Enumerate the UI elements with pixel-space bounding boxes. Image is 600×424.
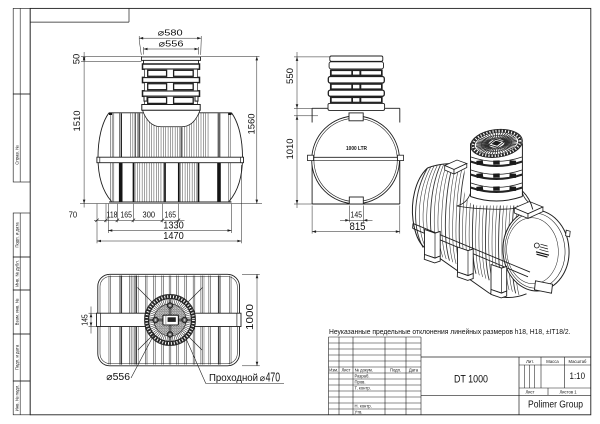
svg-text:Т. контр.: Т. контр. xyxy=(355,385,371,390)
svg-text:Разраб.: Разраб. xyxy=(355,373,370,378)
svg-text:1000: 1000 xyxy=(245,303,256,330)
svg-text:470: 470 xyxy=(266,371,281,385)
svg-text:50: 50 xyxy=(71,54,81,65)
svg-text:Инв. № дубл.: Инв. № дубл. xyxy=(14,260,19,287)
svg-text:Подп.: Подп. xyxy=(390,367,401,372)
svg-text:165: 165 xyxy=(120,209,132,219)
svg-text:⌀580: ⌀580 xyxy=(158,27,183,37)
svg-text:1510: 1510 xyxy=(72,111,83,132)
svg-text:Изм.: Изм. xyxy=(329,367,338,372)
svg-text:118: 118 xyxy=(107,209,118,219)
svg-text:1470: 1470 xyxy=(163,230,184,242)
svg-text:Лист: Лист xyxy=(525,390,534,395)
svg-text:Подп. и дата: Подп. и дата xyxy=(14,222,19,248)
svg-text:Справ. №: Справ. № xyxy=(14,145,19,165)
svg-text:1:10: 1:10 xyxy=(570,371,586,382)
svg-text:Подп. и дата: Подп. и дата xyxy=(14,344,19,370)
svg-text:⌀556: ⌀556 xyxy=(106,372,130,383)
svg-text:Масштаб: Масштаб xyxy=(569,359,588,364)
svg-text:⌀556: ⌀556 xyxy=(159,38,184,48)
svg-text:1330: 1330 xyxy=(163,220,184,232)
svg-text:Утв.: Утв. xyxy=(355,409,363,414)
svg-text:Проходной: Проходной xyxy=(209,373,258,384)
svg-text:300: 300 xyxy=(143,209,156,219)
svg-text:Инв. № подл.: Инв. № подл. xyxy=(14,385,19,412)
svg-text:Масса: Масса xyxy=(546,359,559,364)
svg-text:70: 70 xyxy=(69,209,78,219)
svg-text:Взам. инв. №: Взам. инв. № xyxy=(14,298,19,325)
svg-text:Polimer Group: Polimer Group xyxy=(528,399,583,411)
svg-text:550: 550 xyxy=(285,68,296,84)
svg-text:Пров.: Пров. xyxy=(355,379,366,384)
svg-text:1010: 1010 xyxy=(285,139,296,160)
svg-text:815: 815 xyxy=(350,221,366,233)
svg-text:Н. контр.: Н. контр. xyxy=(355,403,372,408)
svg-text:Лит.: Лит. xyxy=(526,359,534,364)
svg-text:DT 1000: DT 1000 xyxy=(454,374,488,386)
svg-text:Неуказанные предельные отклоне: Неуказанные предельные отклонения линейн… xyxy=(329,327,571,336)
svg-text:Дата: Дата xyxy=(409,367,419,372)
svg-text:№ докум.: № докум. xyxy=(355,367,373,372)
svg-text:Листов 1: Листов 1 xyxy=(559,390,577,395)
svg-text:165: 165 xyxy=(165,209,177,219)
svg-text:1560: 1560 xyxy=(246,114,257,135)
svg-text:145: 145 xyxy=(80,314,90,326)
svg-text:145: 145 xyxy=(351,210,363,220)
svg-text:Лист: Лист xyxy=(341,367,350,372)
svg-text:⌀: ⌀ xyxy=(260,373,266,383)
svg-text:1000 LTR: 1000 LTR xyxy=(346,146,368,152)
